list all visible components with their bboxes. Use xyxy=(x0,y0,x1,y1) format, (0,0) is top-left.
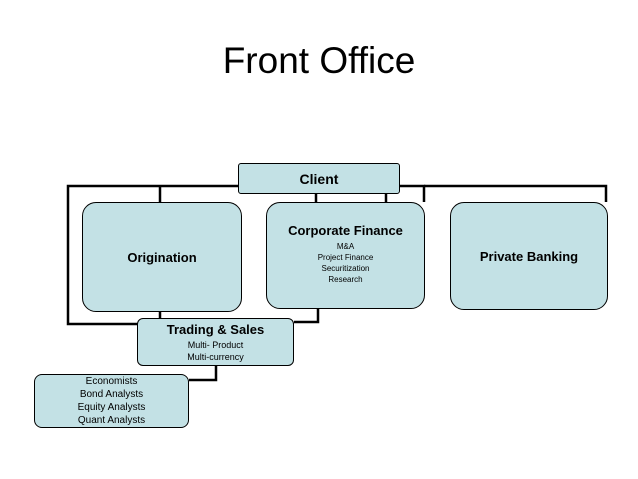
private-banking-node: Private Banking xyxy=(450,202,608,310)
trading-sales-item: Multi-currency xyxy=(187,351,244,362)
origination-label: Origination xyxy=(127,249,197,265)
origination-node: Origination xyxy=(82,202,242,312)
corporate-finance-label: Corporate Finance xyxy=(288,223,403,238)
analyst-item: Bond Analysts xyxy=(79,389,144,400)
analyst-item: Quant Analysts xyxy=(77,415,146,426)
corporate-finance-item: Research xyxy=(328,275,363,284)
connector-trading-analysts xyxy=(189,366,218,382)
corporate-finance-item: M&A xyxy=(336,242,355,251)
private-banking-label: Private Banking xyxy=(479,248,579,264)
corporate-finance-item: Project Finance xyxy=(317,253,374,262)
trading-sales-label: Trading & Sales xyxy=(166,321,265,337)
page-title: Front Office xyxy=(222,40,416,81)
research-analysts-node: Economists Bond Analysts Equity Analysts… xyxy=(34,374,189,428)
analyst-item: Equity Analysts xyxy=(77,402,146,413)
corporate-finance-item: Securitization xyxy=(321,264,370,273)
connector-client-origination xyxy=(66,184,238,326)
corporate-finance-node: Corporate Finance M&A Project Finance Se… xyxy=(266,202,425,309)
connector-client-private-banking-top xyxy=(424,184,608,202)
connector-client-private-banking xyxy=(400,184,426,202)
trading-sales-node: Trading & Sales Multi- Product Multi-cur… xyxy=(137,318,294,366)
connector-corporate-finance-trading xyxy=(294,309,320,324)
analyst-item: Economists xyxy=(85,376,138,387)
client-node: Client xyxy=(238,163,400,194)
client-label: Client xyxy=(299,170,339,187)
trading-sales-item: Multi- Product xyxy=(187,339,244,350)
